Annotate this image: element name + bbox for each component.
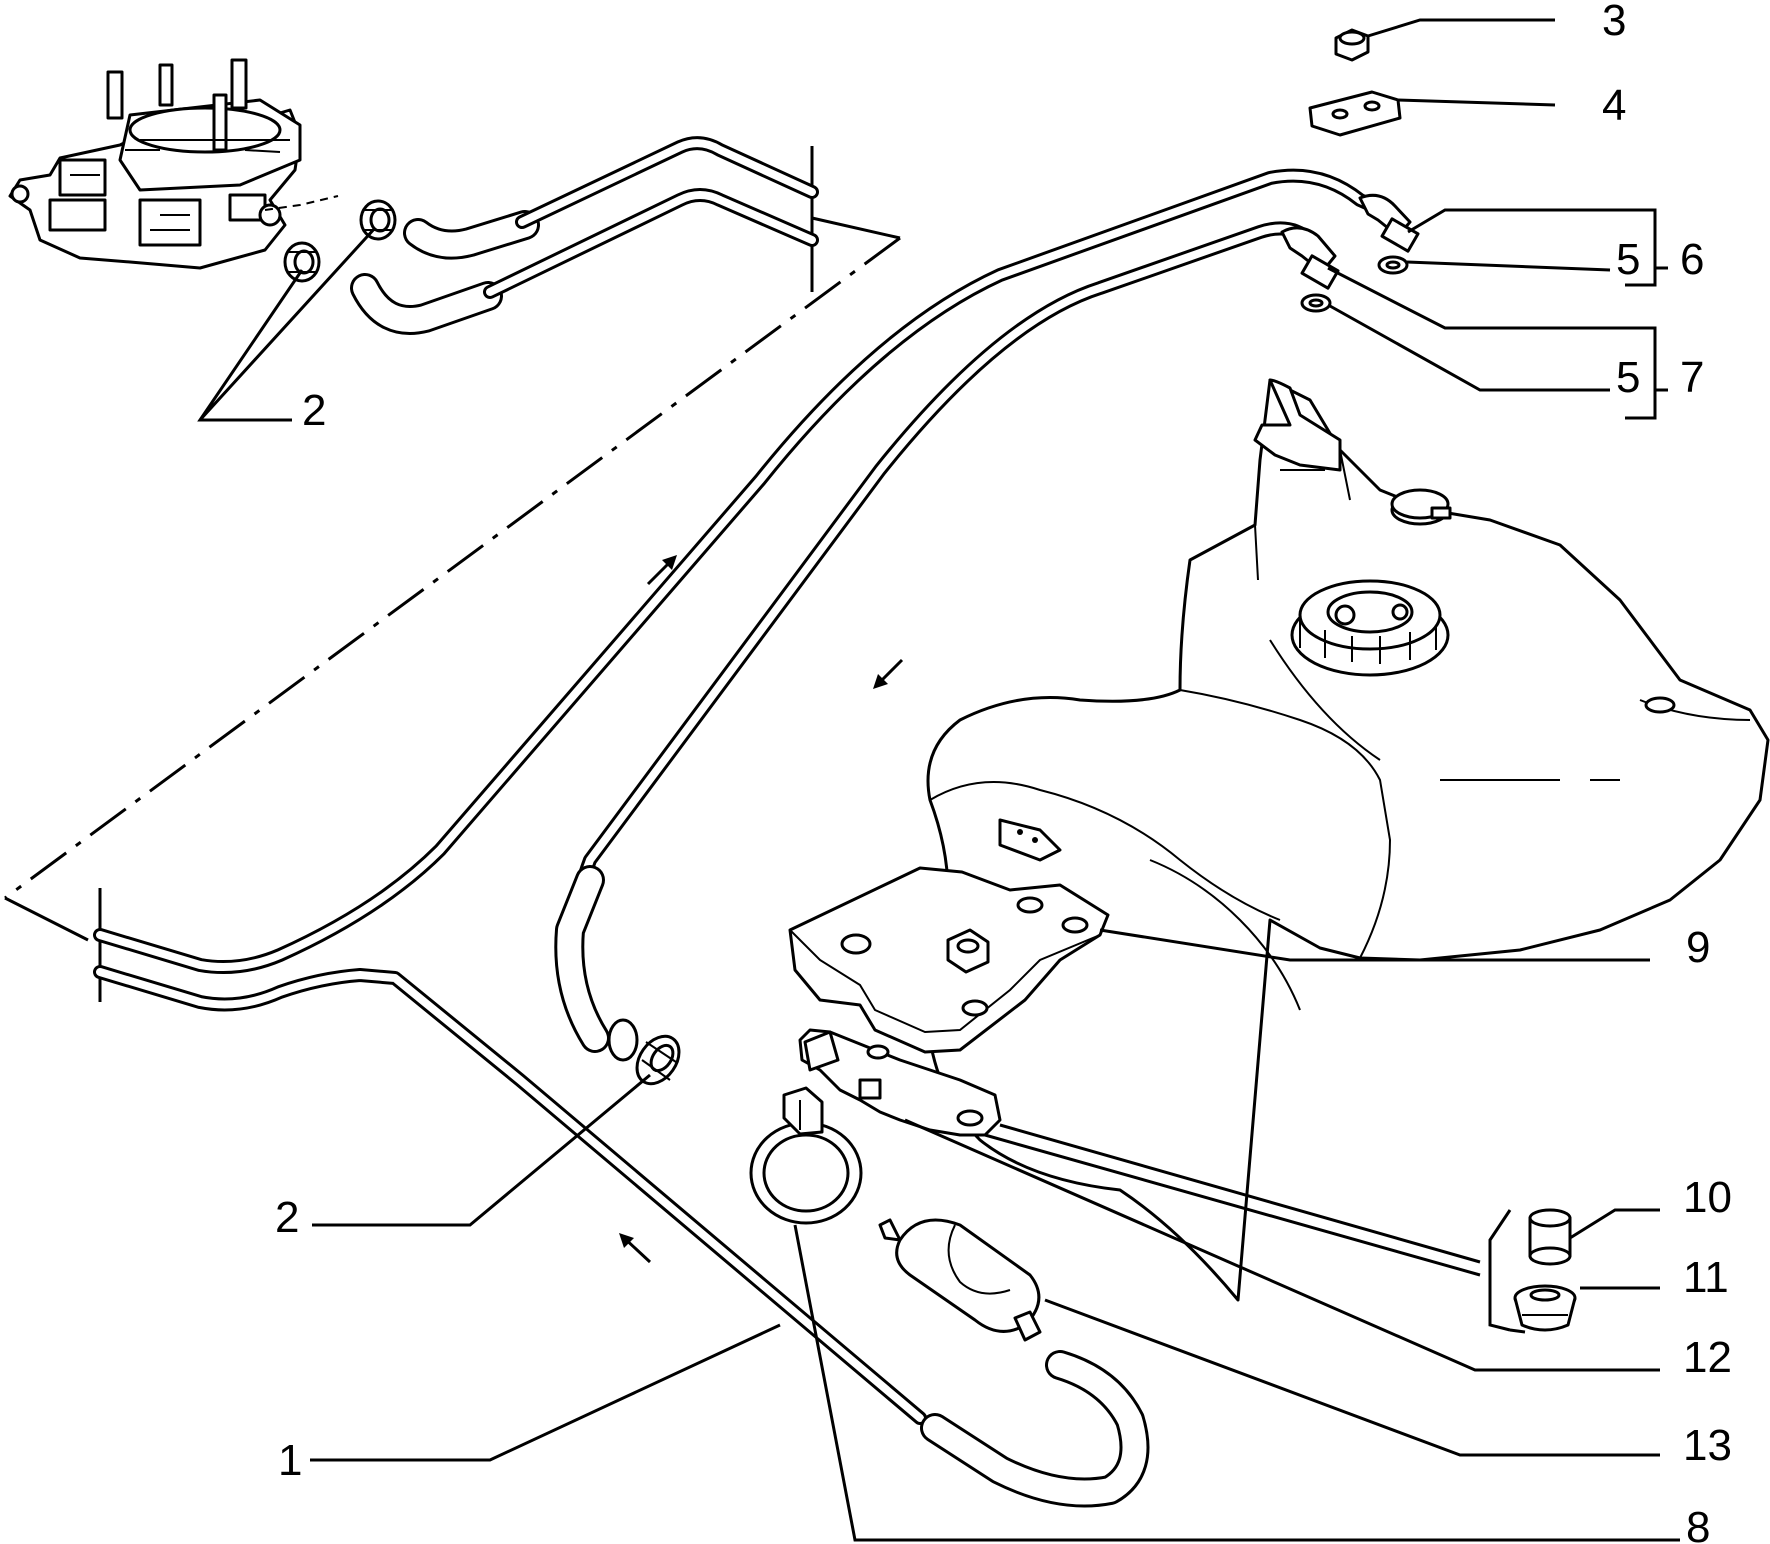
frame-dash-dot-line xyxy=(4,236,901,900)
leader-5-upper xyxy=(1406,260,1611,272)
leader-12 xyxy=(984,1123,1481,1277)
callout-9: 9 xyxy=(1686,923,1710,972)
filter-outlet-hose xyxy=(920,1350,1150,1508)
leader-3 xyxy=(1367,18,1555,38)
arrow-icon xyxy=(619,1233,652,1264)
sealing-washer-lower xyxy=(1300,293,1332,313)
leader-9 xyxy=(1099,928,1650,962)
filter-support-bracket xyxy=(798,1028,1002,1137)
leader-5-lower xyxy=(1329,304,1610,392)
fuel-tank-icon xyxy=(925,378,1770,1302)
leader-2-upper xyxy=(197,226,377,422)
fuel-pipe-return-long xyxy=(93,168,1385,975)
fuel-pipe-supply xyxy=(93,965,927,1425)
callout-2-upper: 2 xyxy=(302,386,326,435)
leader-10-11-bracket xyxy=(1488,1209,1526,1334)
supply-pipe-elbow-fitting xyxy=(1280,226,1340,290)
tank-mounting-bracket xyxy=(788,818,1110,1054)
leader-4 xyxy=(1397,98,1556,107)
callout-5-lower: 5 xyxy=(1616,353,1640,402)
spacer-bush-part xyxy=(1528,1208,1572,1266)
callout-2-lower: 2 xyxy=(275,1193,299,1242)
nut-part xyxy=(1334,28,1370,62)
leader-12-main xyxy=(904,1118,1660,1372)
rubber-grommet-part xyxy=(1513,1284,1577,1332)
callout-11: 11 xyxy=(1683,1253,1729,1302)
arrow-icon xyxy=(873,658,904,689)
fuel-pipe-return-upper xyxy=(483,136,819,299)
carburettor-icon xyxy=(8,58,302,270)
callout-4: 4 xyxy=(1602,81,1626,130)
callout-5-upper: 5 xyxy=(1616,235,1640,284)
return-pipe-elbow-fitting xyxy=(1358,193,1420,253)
fuel-filter-icon xyxy=(878,1218,1042,1342)
fuel-sender-unit xyxy=(1290,579,1450,677)
carburettor-connection-line xyxy=(264,195,339,211)
callout-13: 13 xyxy=(1683,1421,1732,1470)
callout-8: 8 xyxy=(1686,1503,1710,1544)
arrow-icon xyxy=(646,555,677,586)
callout-3: 3 xyxy=(1602,0,1626,45)
leader-13 xyxy=(1044,1298,1660,1457)
fuel-filler-cap xyxy=(1390,488,1452,526)
leader-8 xyxy=(793,1224,1680,1542)
hose-clamp-lower xyxy=(635,1034,681,1086)
callout-6: 6 xyxy=(1680,235,1704,284)
leader-2-lower xyxy=(312,1073,651,1227)
carburettor-hose-lower xyxy=(350,273,503,335)
frame-edge-bottom xyxy=(4,896,89,942)
supply-hose-lower-end xyxy=(554,865,639,1062)
callout-1: 1 xyxy=(278,1436,302,1485)
callout-10: 10 xyxy=(1683,1173,1732,1222)
sealing-washer-upper xyxy=(1377,255,1409,275)
leader-6-bracket xyxy=(1407,208,1657,287)
retaining-plate-part xyxy=(1308,90,1402,137)
leader-1 xyxy=(310,1323,781,1462)
hose-clamp-upper-a xyxy=(359,199,397,241)
filter-mounting-clamp xyxy=(749,1086,863,1225)
leader-10 xyxy=(1569,1208,1660,1240)
leader-7-bracket xyxy=(1327,266,1657,420)
callout-7: 7 xyxy=(1680,353,1704,402)
callout-12: 12 xyxy=(1683,1333,1732,1382)
hose-clamp-upper-b xyxy=(283,241,321,283)
carburettor-hose-upper xyxy=(403,210,540,260)
frame-edge-top xyxy=(811,216,901,240)
fuel-tank-filler-neck xyxy=(1253,378,1342,472)
